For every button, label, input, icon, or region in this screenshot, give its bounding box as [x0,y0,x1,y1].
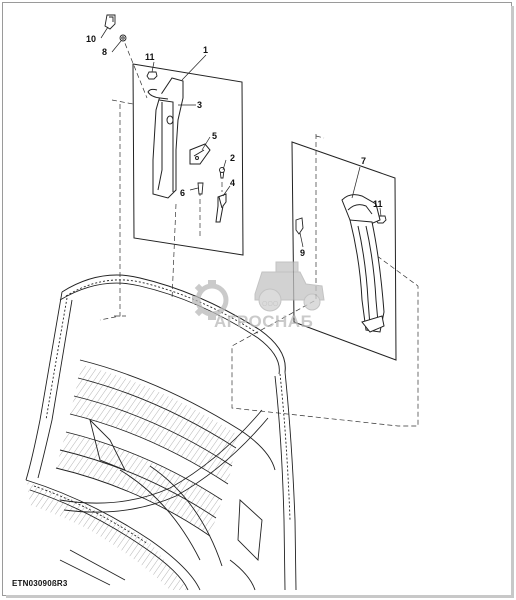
callout-7: 7 [361,156,366,166]
part-7-pillar-trim [341,194,385,333]
gear-icon [195,283,229,317]
cab-frame-hatching [27,365,238,590]
callout-3: 3 [197,100,202,110]
callout-10: 10 [86,34,96,44]
watermark-prefix: ООО [262,301,279,308]
callout-6: 6 [180,188,185,198]
callout-8: 8 [102,47,107,57]
tractor-icon [254,261,325,312]
callout-leaders [100,26,382,248]
callout-11-right: 11 [373,199,383,209]
callout-2: 2 [230,153,235,163]
watermark-logo: ООО АГРОСНАБ [192,261,325,331]
figure-code: ETN03090ßR3 [12,579,68,588]
part-5-bracket [189,143,211,165]
part-4-handle [215,193,227,223]
callout-labels: 1 2 3 4 5 6 7 8 9 10 11 11 [86,34,383,258]
frame-shadow-bottom [6,595,514,598]
callout-9: 9 [300,248,305,258]
callout-11-left: 11 [145,52,155,62]
callout-1: 1 [203,45,208,55]
callout-5: 5 [212,131,217,141]
callout-4: 4 [230,178,235,188]
watermark-company-name: АГРОСНАБ [214,312,313,331]
gear-teeth [192,280,216,320]
frame-shadow-right [511,6,514,597]
part-3-pillar-trim [147,77,184,199]
